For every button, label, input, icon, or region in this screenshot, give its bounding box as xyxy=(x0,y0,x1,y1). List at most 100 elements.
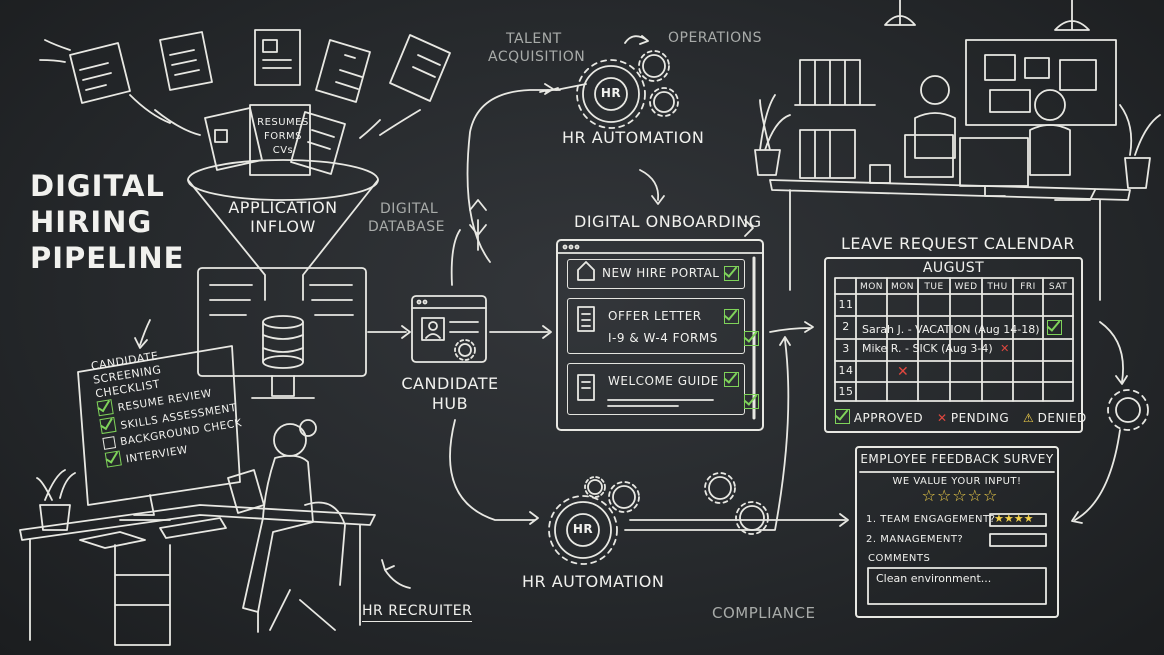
calendar-row-number: 11 xyxy=(838,298,854,311)
onboarding-item-portal: NEW HIRE PORTAL xyxy=(567,259,745,289)
cross-icon: ✕ xyxy=(1000,342,1010,355)
calendar-entry-vacation: Sarah J. - VACATION (Aug 14-18) xyxy=(862,320,1063,336)
docs-line-1: RESUMES xyxy=(257,117,309,128)
inflow-line-1: APPLICATION xyxy=(228,198,338,217)
cross-icon: ✕ xyxy=(897,364,909,380)
checked-box-icon xyxy=(99,416,117,435)
calendar-day-header: FRI xyxy=(1020,282,1036,292)
calendar-grid xyxy=(824,257,1083,433)
calendar-row-number: 3 xyxy=(842,342,850,355)
inflow-line-2: INFLOW xyxy=(250,217,316,236)
star-icon[interactable]: ★ xyxy=(1013,512,1024,525)
survey-q2: 2. MANAGEMENT? xyxy=(866,534,964,545)
check-icon xyxy=(724,309,739,324)
survey-form-frame xyxy=(855,446,1059,618)
star-icon[interactable]: ★ xyxy=(1003,512,1014,525)
star-icon[interactable]: ☆ xyxy=(967,486,984,505)
entry-vacation-text: Sarah J. - VACATION (Aug 14-18) xyxy=(862,323,1040,336)
document-icons xyxy=(69,29,451,176)
digital-database-line-1: DIGITAL xyxy=(380,201,439,217)
screening-checklist: CANDIDATE SCREENING CHECKLIST RESUME REV… xyxy=(90,338,246,471)
calendar-row-number: 14 xyxy=(838,364,854,377)
check-icon xyxy=(744,331,760,346)
funnel-docs-label: RESUMES FORMS CVs xyxy=(250,116,316,158)
hr-automation-top-label: HR AUTOMATION xyxy=(562,128,705,147)
star-icon[interactable]: ☆ xyxy=(921,486,937,505)
hr-recruiter-figure xyxy=(227,419,346,633)
survey-title: EMPLOYEE FEEDBACK SURVEY xyxy=(860,452,1054,466)
entry-sick-text: Mike R. - SICK (Aug 3-4) xyxy=(862,342,993,355)
check-icon xyxy=(724,266,739,281)
digital-database-label: DIGITAL DATABASE xyxy=(368,200,445,236)
survey-q1-rating[interactable]: ★★★★ xyxy=(994,512,1034,525)
calendar-day-header: WED xyxy=(954,282,978,292)
star-icon[interactable]: ☆ xyxy=(983,486,999,505)
database-monitor xyxy=(197,267,367,399)
calendar-day-header: THU xyxy=(987,282,1008,292)
calendar-title: LEAVE REQUEST CALENDAR xyxy=(841,234,1075,253)
approved-check-icon xyxy=(835,409,850,424)
candidate-hub-line-1: CANDIDATE xyxy=(401,374,499,393)
calendar-day-header: MON xyxy=(859,282,884,292)
calendar-month: AUGUST xyxy=(922,260,985,276)
calendar-entry-sick: Mike R. - SICK (Aug 3-4) ✕ xyxy=(862,342,1009,355)
docs-line-3: CVs xyxy=(272,145,294,156)
gear-icon-group-bottom xyxy=(548,472,769,565)
check-icon xyxy=(1047,320,1063,335)
offer-label: OFFER LETTER xyxy=(608,309,702,323)
survey-q1: 1. TEAM ENGAGEMENT? xyxy=(866,514,996,525)
survey-q2-input[interactable] xyxy=(990,534,1046,546)
office-scene xyxy=(754,0,1161,301)
survey-overall-rating: ☆☆☆☆☆ xyxy=(910,486,1010,505)
hr-automation-bottom-label: HR AUTOMATION xyxy=(522,572,665,591)
star-icon[interactable]: ★ xyxy=(994,512,1004,525)
desk-left xyxy=(19,469,376,646)
checked-box-icon xyxy=(96,399,114,417)
pending-cross-icon: ✕ xyxy=(936,411,948,425)
title-line-2: HIRING xyxy=(30,205,153,239)
star-icon[interactable]: ☆ xyxy=(952,486,968,505)
compliance-label: COMPLIANCE xyxy=(712,604,816,622)
denied-warning-icon: ⚠ xyxy=(1023,411,1034,425)
onboarding-title: DIGITAL ONBOARDING xyxy=(574,212,762,231)
talent-line-1: TALENT xyxy=(506,31,562,47)
gear-icon-right xyxy=(1107,389,1149,431)
operations-label: OPERATIONS xyxy=(668,30,763,46)
hr-badge-bottom: HR xyxy=(572,522,594,536)
talent-line-2: ACQUISITION xyxy=(488,49,586,65)
talent-acquisition-label: TALENT ACQUISITION xyxy=(488,30,585,66)
onboarding-item-offer: OFFER LETTER I-9 & W-4 FORMS xyxy=(567,298,760,354)
hr-badge-top: HR xyxy=(600,86,622,100)
calendar-day-header: SAT xyxy=(1048,282,1068,292)
calendar-row-number: 15 xyxy=(838,385,854,398)
application-inflow-label: APPLICATION INFLOW xyxy=(215,198,351,236)
calendar-day-header: TUE xyxy=(924,282,944,292)
survey-comments-field[interactable]: Clean environment... xyxy=(876,572,992,585)
calendar-day-header: MON xyxy=(890,282,915,292)
survey-subtitle: WE VALUE YOUR INPUT! xyxy=(892,476,1022,487)
digital-database-line-2: DATABASE xyxy=(368,219,445,235)
onboarding-item-guide: WELCOME GUIDE xyxy=(567,363,760,415)
calendar-legend: APPROVED ✕ PENDING ⚠ DENIED xyxy=(835,409,1087,425)
portal-label: NEW HIRE PORTAL xyxy=(602,266,720,280)
star-icon[interactable]: ★ xyxy=(1023,512,1034,525)
forms-label: I-9 & W-4 FORMS xyxy=(608,331,718,345)
candidate-hub-window xyxy=(411,295,487,363)
candidate-hub-line-2: HUB xyxy=(431,394,469,413)
legend-pending: PENDING xyxy=(950,411,1010,425)
funnel-shape xyxy=(187,159,379,301)
legend-approved: APPROVED xyxy=(853,411,924,425)
gear-icon-group-top xyxy=(576,50,679,129)
title-line-3: PIPELINE xyxy=(30,241,185,275)
docs-line-2: FORMS xyxy=(263,131,303,142)
hr-recruiter-label: HR RECRUITER xyxy=(362,603,473,622)
guide-label: WELCOME GUIDE xyxy=(608,374,719,388)
calendar-row-number: 2 xyxy=(842,320,850,333)
title-line-1: DIGITAL xyxy=(30,169,165,203)
star-icon[interactable]: ☆ xyxy=(936,486,953,505)
empty-box-icon xyxy=(102,436,117,450)
check-icon xyxy=(724,372,739,387)
checked-box-icon xyxy=(104,450,122,468)
legend-denied: DENIED xyxy=(1037,411,1087,425)
